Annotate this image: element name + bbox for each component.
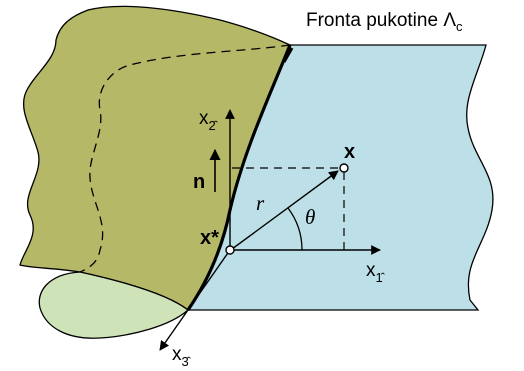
axis-x3-inner xyxy=(194,249,231,301)
lower-surface-region xyxy=(38,271,190,339)
crack-front-line xyxy=(186,44,292,311)
radius-label: r xyxy=(256,191,265,215)
axis-x2-label: x2̂ xyxy=(199,108,219,133)
normal-label: n xyxy=(193,171,205,193)
crack-front-title: Fronta pukotine Λc xyxy=(306,10,463,34)
radius-vector xyxy=(231,170,339,250)
hidden-edge-curve xyxy=(79,44,291,273)
crack-front-tick xyxy=(282,47,294,63)
axis-x3-label: x3̂ xyxy=(172,344,192,369)
axis-x3-line xyxy=(159,299,196,351)
axis-x1-label: x1̂ xyxy=(366,260,386,285)
field-point xyxy=(339,163,349,173)
angle-arc xyxy=(287,207,303,251)
field-point-label: x xyxy=(344,141,355,163)
origin-point xyxy=(225,245,235,255)
origin-label: x* xyxy=(200,227,219,249)
angle-label: θ xyxy=(305,205,315,229)
